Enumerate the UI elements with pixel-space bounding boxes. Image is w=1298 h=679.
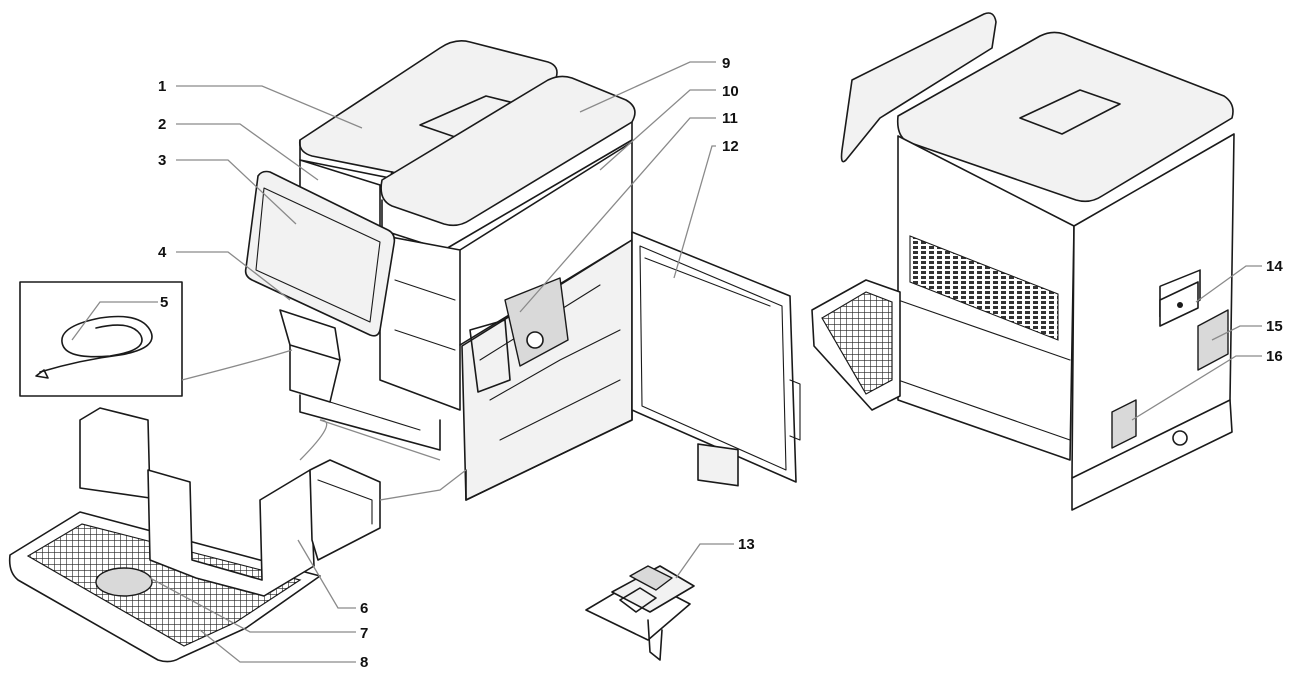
- grounds-container: [309, 459, 381, 561]
- touch-screen: [244, 170, 396, 337]
- callout-1: 1: [158, 78, 166, 95]
- callout-10: 10: [722, 83, 739, 100]
- callout-2: 2: [158, 116, 166, 133]
- drip-tray-assembly: [8, 407, 467, 663]
- front-door-open: [631, 231, 797, 483]
- leader-lines: [71, 61, 1262, 663]
- callout-9: 9: [722, 55, 730, 72]
- callout-15: 15: [1266, 318, 1283, 335]
- front-machine: [19, 40, 801, 501]
- callout-11: 11: [722, 110, 738, 127]
- callout-5: 5: [160, 294, 168, 311]
- callout-14: 14: [1266, 258, 1283, 275]
- rear-view-screen: [840, 12, 997, 163]
- water-hose: [39, 315, 153, 373]
- callout-3: 3: [158, 152, 166, 169]
- callout-7: 7: [360, 625, 368, 642]
- callout-6: 6: [360, 600, 368, 617]
- callout-12: 12: [722, 138, 739, 155]
- cup-rest-panel: [79, 407, 151, 499]
- rear-switch: [1111, 399, 1137, 449]
- hose-inset-frame: [19, 281, 183, 397]
- callout-8: 8: [360, 654, 368, 671]
- callout-13: 13: [738, 536, 755, 553]
- brew-unit: [504, 277, 569, 367]
- part-13-milk-module: [585, 565, 695, 661]
- callout-4: 4: [158, 244, 167, 261]
- callout-16: 16: [1266, 348, 1283, 365]
- side-vents: [909, 235, 1059, 341]
- callout-numbers: 1 2 3 4 5 6 7 8 9 10 11 12 13 14 15 16: [158, 55, 1283, 671]
- rear-machine: [811, 12, 1235, 511]
